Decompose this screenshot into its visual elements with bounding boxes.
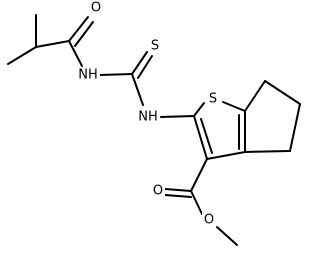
atom-nh-thiourea: NH <box>136 109 160 125</box>
atom-s-ring: S <box>205 91 221 107</box>
bond-c7a-c6 <box>244 80 266 112</box>
atom-o-amide: O <box>89 0 103 16</box>
bond-c6-c5 <box>264 80 301 105</box>
bond-cester-o-1 <box>164 188 192 192</box>
bond-c4-c3a <box>244 150 291 153</box>
atom-o-ester-label: O <box>204 213 214 228</box>
bond-methyl1-ch <box>7 46 37 65</box>
atom-s-ring-label: S <box>209 92 217 107</box>
bond-cthio-s-2 <box>137 55 153 79</box>
bond-s-c7a <box>222 101 246 112</box>
bond-c3-c2-2 <box>200 118 213 154</box>
bond-nh2-ring <box>160 115 195 118</box>
bond-ch-carbonyl <box>35 40 70 48</box>
atom-nh-amide: NH <box>76 67 100 83</box>
bond-c2-s <box>193 102 205 117</box>
atom-nh-amide-label: NH <box>78 68 98 83</box>
atom-o-carbonyl-label: O <box>153 184 163 199</box>
bond-c5-c4 <box>289 103 301 152</box>
bond-c3-c2-1 <box>193 115 208 160</box>
atom-o-ester: O <box>202 212 216 228</box>
atom-s-thione: S <box>148 38 162 54</box>
bond-cthio-s-1 <box>131 51 148 75</box>
bond-c3a-c3 <box>206 151 246 160</box>
atom-o-amide-label: O <box>91 1 101 16</box>
bond-cester-o-2 <box>164 194 192 198</box>
bond-carbonyl-nh <box>68 40 83 67</box>
bond-oester-methyl <box>216 226 238 246</box>
atom-o-carbonyl: O <box>151 183 165 199</box>
bond-carbonyl-o-2 <box>74 21 94 47</box>
bond-c3-cester <box>190 158 208 192</box>
bond-nh-cthio <box>99 73 133 76</box>
bond-cthio-nh2 <box>131 73 144 106</box>
bond-carbonyl-o-1 <box>68 16 89 42</box>
atom-s-thione-label: S <box>151 39 159 54</box>
bond-cester-oester <box>190 190 203 215</box>
atom-nh-thiourea-label: NH <box>138 110 158 125</box>
